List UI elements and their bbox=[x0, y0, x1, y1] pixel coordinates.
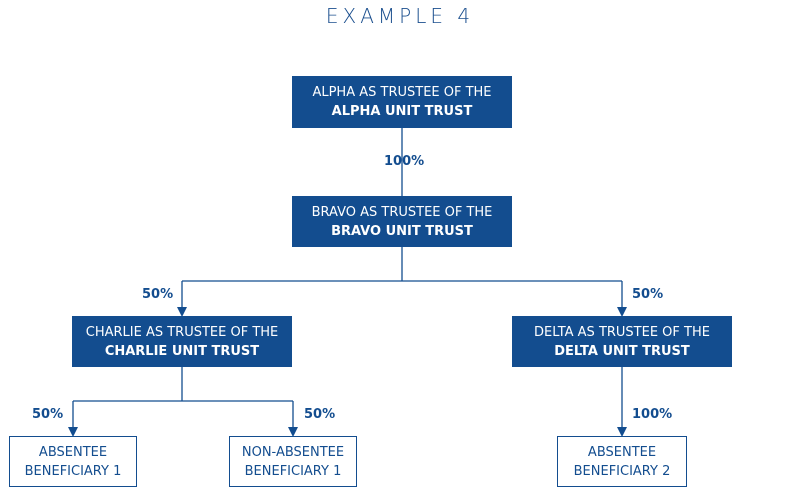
node-delta-line2: DELTA UNIT TRUST bbox=[554, 343, 690, 359]
node-absentee2-line1: ABSENTEE bbox=[587, 444, 657, 460]
node-nonabsentee1-line2: BENEFICIARY 1 bbox=[244, 463, 342, 479]
node-alpha-line1: ALPHA AS TRUSTEE OF THE bbox=[312, 85, 492, 100]
label-charlie-absentee1-pct: 50% bbox=[32, 407, 64, 422]
label-bravo-delta-pct: 50% bbox=[632, 287, 664, 302]
label-charlie-nonabsentee1-pct: 50% bbox=[304, 407, 336, 422]
node-charlie-line2: CHARLIE UNIT TRUST bbox=[104, 343, 260, 359]
node-absentee1-line2: BENEFICIARY 1 bbox=[24, 463, 122, 479]
node-alpha-line2: ALPHA UNIT TRUST bbox=[331, 104, 473, 119]
node-delta: DELTA AS TRUSTEE OF THE DELTA UNIT TRUST bbox=[512, 316, 732, 367]
node-absentee2-line2: BENEFICIARY 2 bbox=[573, 463, 671, 479]
node-absentee-beneficiary-1: ABSENTEE BENEFICIARY 1 bbox=[9, 436, 137, 487]
node-charlie: CHARLIE AS TRUSTEE OF THE CHARLIE UNIT T… bbox=[72, 316, 292, 367]
label-delta-absentee2-pct: 100% bbox=[632, 407, 673, 422]
node-absentee1-line1: ABSENTEE bbox=[38, 444, 108, 460]
node-bravo: BRAVO AS TRUSTEE OF THE BRAVO UNIT TRUST bbox=[292, 196, 512, 247]
node-charlie-line1: CHARLIE AS TRUSTEE OF THE bbox=[85, 324, 279, 340]
label-alpha-bravo-pct: 100% bbox=[384, 154, 425, 169]
node-alpha: ALPHA AS TRUSTEE OF THE ALPHA UNIT TRUST bbox=[292, 76, 512, 128]
node-nonabsentee1-line1: NON-ABSENTEE bbox=[241, 444, 345, 460]
node-absentee-beneficiary-2: ABSENTEE BENEFICIARY 2 bbox=[557, 436, 687, 487]
label-bravo-charlie-pct: 50% bbox=[142, 287, 174, 302]
diagram-title: EXAMPLE 4 bbox=[325, 4, 475, 28]
node-delta-line1: DELTA AS TRUSTEE OF THE bbox=[534, 324, 710, 340]
node-bravo-line1: BRAVO AS TRUSTEE OF THE bbox=[311, 204, 493, 220]
node-bravo-line2: BRAVO UNIT TRUST bbox=[331, 223, 473, 239]
node-non-absentee-beneficiary-1: NON-ABSENTEE BENEFICIARY 1 bbox=[229, 436, 357, 487]
